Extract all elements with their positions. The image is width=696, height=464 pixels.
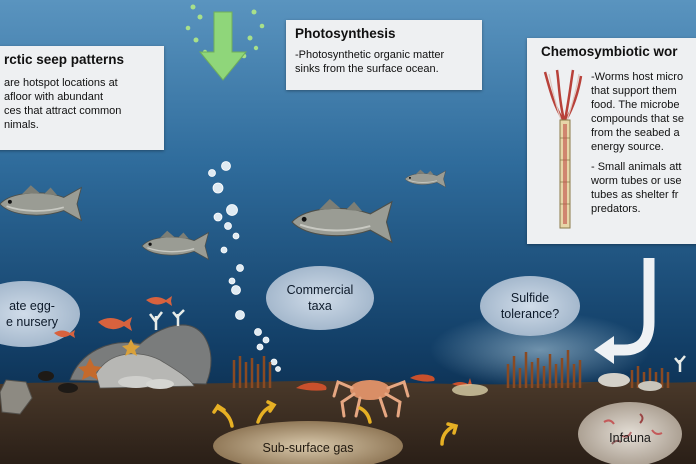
chemosymbiotic-line: food. The microbe [591, 99, 680, 111]
seep-patterns-title: rctic seep patterns [4, 52, 125, 67]
commercial-label-line: Commercial [286, 283, 354, 297]
coral [149, 309, 686, 372]
subsurface-gas-label: Sub-surface gas [248, 440, 368, 456]
chemosymbiotic-line: worm tubes or use [591, 175, 682, 187]
down-arrow-icon [198, 11, 248, 81]
chemosymbiotic-line: predators. [591, 203, 641, 215]
chemosymbiotic-line: compounds that se [591, 113, 684, 125]
nursery-label: ate egg- e nursery [0, 298, 68, 330]
commercial-taxa-label: Commercial taxa [270, 282, 370, 314]
seep-patterns-line: ces that attract common [4, 105, 122, 117]
tube-worm-icon [543, 69, 583, 229]
sulfide-tolerance-label: Sulfide tolerance? [482, 290, 578, 322]
curved-arrow-icon [612, 258, 655, 356]
nursery-label-line: ate egg- [9, 299, 55, 313]
tube-mat [232, 350, 670, 388]
photosynthesis-line: sinks from the surface ocean. [295, 63, 439, 75]
seep-patterns-line: afloor with abundant [4, 91, 104, 103]
seep-patterns-line: nimals. [4, 119, 39, 131]
chemosymbiotic-line: -Worms host micro [591, 71, 684, 83]
commercial-label-line: taxa [308, 299, 332, 313]
gas-oval [213, 421, 403, 464]
chemosymbiotic-line: - Small animals att [591, 161, 682, 173]
seep-patterns-box: rctic seep patterns are hotspot location… [0, 46, 164, 150]
chemosymbiotic-title: Chemosymbiotic wor [541, 44, 678, 59]
seep-patterns-line: are hotspot locations at [4, 77, 118, 89]
nursery-oval [0, 281, 80, 347]
gas-label-line: Sub-surface gas [262, 441, 354, 455]
crab-icon [332, 379, 410, 418]
chemosymbiotic-line: energy source. [591, 141, 664, 153]
chemosymbiotic-box: Chemosymbiotic wor -Worms host micro tha… [527, 38, 696, 244]
commercial-oval [266, 266, 374, 330]
red-fish [54, 296, 172, 338]
gas-arrows [212, 400, 459, 446]
photosynthesis-line: -Photosynthetic organic matter [295, 49, 445, 61]
infauna-label: Infauna [600, 430, 660, 446]
chemosymbiotic-line: tubes as shelter fr [591, 189, 679, 201]
sediment-layer [0, 381, 696, 464]
nursery-label-line: e nursery [5, 315, 59, 329]
infauna-worms [603, 413, 663, 445]
carbonate-mound [0, 324, 212, 415]
sulfide-label-line: tolerance? [500, 307, 560, 321]
photosynthesis-box: Photosynthesis -Photosynthetic organic m… [286, 20, 482, 90]
chemosymbiotic-line: that support them [591, 85, 677, 97]
chemosymbiotic-line: from the seabed a [591, 127, 680, 139]
photosynthesis-title: Photosynthesis [295, 26, 396, 41]
starfish-icon [78, 339, 140, 380]
bubble-icon [208, 161, 281, 372]
infauna-label-line: Infauna [609, 431, 651, 445]
sulfide-label-line: Sulfide [510, 291, 550, 305]
sulfide-oval [480, 276, 580, 336]
